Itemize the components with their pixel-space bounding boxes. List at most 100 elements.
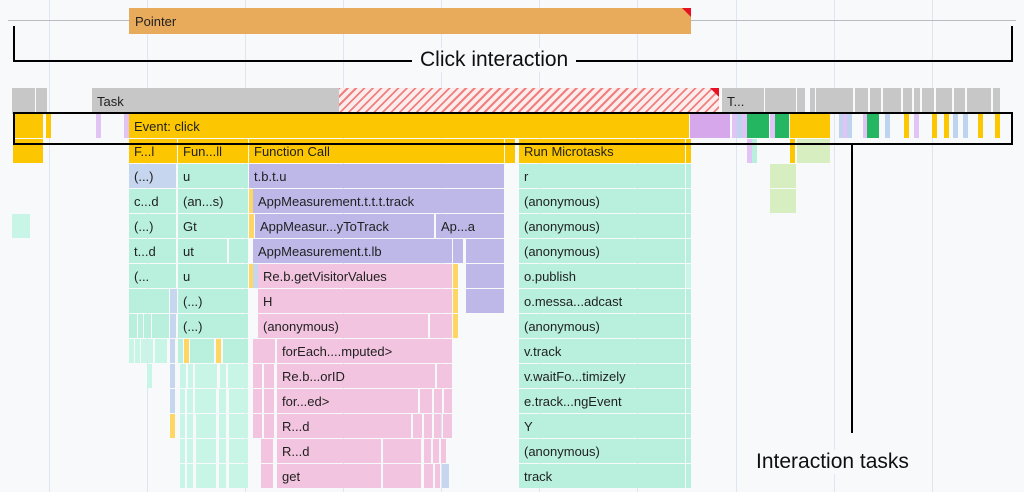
flame-bar[interactable] <box>914 114 919 138</box>
flame-bar[interactable] <box>747 139 752 163</box>
flame-bar[interactable] <box>195 389 216 413</box>
flame-bar[interactable] <box>686 214 691 238</box>
flame-bar[interactable] <box>963 114 968 138</box>
task-bar[interactable] <box>903 88 912 114</box>
flame-bar-[interactable]: (... <box>129 264 176 288</box>
flame-bar[interactable] <box>847 114 852 138</box>
flame-bar[interactable] <box>863 114 868 138</box>
flame-bar[interactable] <box>196 439 216 463</box>
flame-bar[interactable] <box>253 414 262 438</box>
flame-bar[interactable] <box>932 114 937 138</box>
flame-bar[interactable] <box>424 439 431 463</box>
flame-bar[interactable] <box>383 464 421 488</box>
flame-bar[interactable] <box>453 289 458 313</box>
flame-bar[interactable] <box>13 114 43 138</box>
flame-bar[interactable] <box>686 364 691 388</box>
flame-bar[interactable] <box>442 464 449 488</box>
flame-bar[interactable] <box>253 364 262 388</box>
task-bar[interactable] <box>765 88 796 114</box>
task-bar[interactable] <box>855 88 868 114</box>
flame-bar[interactable] <box>433 439 439 463</box>
flame-bar-ut[interactable]: ut <box>178 239 227 263</box>
flame-bar[interactable] <box>229 239 248 263</box>
task-bar[interactable] <box>816 88 853 114</box>
flame-bar[interactable] <box>686 164 691 188</box>
flame-bar[interactable] <box>195 364 217 388</box>
flame-bar[interactable] <box>147 364 152 388</box>
flame-bar[interactable] <box>253 389 262 413</box>
flame-bar[interactable] <box>184 339 189 363</box>
flame-bar[interactable] <box>155 339 167 363</box>
flame-bar-ans[interactable]: (an...s) <box>178 189 248 213</box>
flame-bar[interactable] <box>686 339 691 363</box>
task-bar[interactable] <box>883 88 901 114</box>
flame-bar[interactable] <box>180 364 186 388</box>
flame-bar[interactable] <box>219 389 226 413</box>
flame-bar[interactable] <box>424 414 432 438</box>
task-bar[interactable] <box>36 88 47 114</box>
flame-bar[interactable] <box>686 289 691 313</box>
flame-bar-opublish[interactable]: o.publish <box>519 264 685 288</box>
flame-bar[interactable] <box>839 114 844 138</box>
flame-bar[interactable] <box>187 439 193 463</box>
flame-bar[interactable] <box>223 339 248 363</box>
flame-bar[interactable] <box>228 364 248 388</box>
flame-bar[interactable] <box>12 214 30 238</box>
flame-bar[interactable] <box>220 364 226 388</box>
flame-bar[interactable] <box>686 139 691 163</box>
flame-bar[interactable] <box>253 264 258 288</box>
flame-bar-[interactable]: (...) <box>178 314 248 338</box>
flame-bar[interactable] <box>453 239 458 263</box>
flame-bar-etrackngevent[interactable]: e.track...ngEvent <box>519 389 685 413</box>
flame-bar-appmeasurytotrack[interactable]: AppMeasur...yToTrack <box>255 214 434 238</box>
flame-bar[interactable] <box>790 114 830 138</box>
flame-bar[interactable] <box>904 114 909 138</box>
flame-bar[interactable] <box>264 364 274 388</box>
flame-bar-[interactable]: (...) <box>129 164 176 188</box>
flame-bar[interactable] <box>510 139 515 163</box>
flame-bar-vtrack[interactable]: v.track <box>519 339 685 363</box>
flame-bar[interactable] <box>170 314 176 338</box>
flame-bar-foreachmputed[interactable]: forEach....mputed> <box>277 339 452 363</box>
flame-bar-fored[interactable]: for...ed> <box>277 389 418 413</box>
flame-bar[interactable] <box>420 389 432 413</box>
flame-bar[interactable] <box>141 339 147 363</box>
flame-bar[interactable] <box>144 314 151 338</box>
flame-bar[interactable] <box>443 414 452 438</box>
task-bar[interactable] <box>12 88 35 114</box>
flame-bar[interactable] <box>686 264 691 288</box>
task-bar-t[interactable]: T... <box>722 88 764 114</box>
flame-bar[interactable] <box>867 114 879 138</box>
flame-bar-omessaadcast[interactable]: o.messa...adcast <box>519 289 685 313</box>
flame-bar-rebgetvisitorvalues[interactable]: Re.b.getVisitorValues <box>258 264 452 288</box>
task-bar[interactable] <box>954 88 965 114</box>
flame-bar[interactable] <box>434 414 441 438</box>
flame-bar-reborid[interactable]: Re.b...orID <box>277 364 435 388</box>
flame-bar[interactable] <box>944 114 949 138</box>
task-bar[interactable] <box>936 88 952 114</box>
task-bar[interactable] <box>810 88 815 114</box>
flame-bar[interactable] <box>249 189 254 213</box>
flame-bar-eventclick[interactable]: Event: click <box>129 114 689 138</box>
flame-bar[interactable] <box>790 139 795 163</box>
flame-bar[interactable] <box>190 339 214 363</box>
task-bar[interactable] <box>339 88 719 114</box>
flame-bar[interactable] <box>249 214 254 238</box>
flame-bar[interactable] <box>180 389 185 413</box>
flame-bar[interactable] <box>453 264 458 288</box>
flame-bar[interactable] <box>752 139 757 163</box>
flame-bar-tbtu[interactable]: t.b.t.u <box>249 164 504 188</box>
flame-bar[interactable] <box>157 314 169 338</box>
flame-bar[interactable] <box>430 314 452 338</box>
flame-bar[interactable] <box>261 439 273 463</box>
flame-bar[interactable] <box>188 364 193 388</box>
flame-bar[interactable] <box>978 114 983 138</box>
flame-bar[interactable] <box>437 364 452 388</box>
flame-bar[interactable] <box>686 314 691 338</box>
task-bar[interactable] <box>914 88 920 114</box>
flame-bar[interactable] <box>686 239 691 263</box>
flame-bar[interactable] <box>178 339 183 363</box>
flame-bar[interactable] <box>690 114 730 138</box>
flame-bar[interactable] <box>737 114 742 138</box>
flame-bar-u[interactable]: u <box>178 264 248 288</box>
